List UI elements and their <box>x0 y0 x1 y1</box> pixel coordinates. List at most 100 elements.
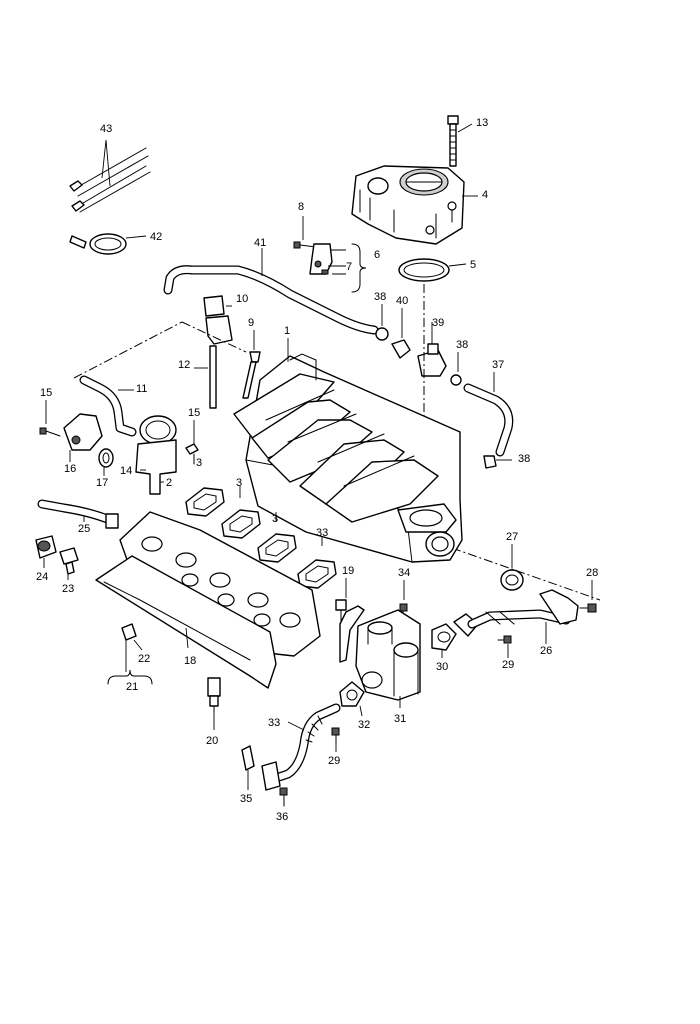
throttle-body-4 <box>351 165 478 245</box>
throttle-motor-16 <box>63 413 103 462</box>
valve-39 <box>417 322 447 377</box>
label-p8: 8 <box>298 201 304 213</box>
label-p20: 20 <box>206 735 218 747</box>
label-p15b: 15 <box>188 407 200 419</box>
label-p23: 23 <box>62 583 74 595</box>
clip-38-lower <box>483 455 512 469</box>
bolt-9 <box>242 330 261 399</box>
label-p3b: 3 <box>236 477 242 489</box>
label-p35: 35 <box>240 793 252 805</box>
label-p7: 7 <box>346 261 352 273</box>
intake-manifold-1 <box>233 338 463 563</box>
label-p13: 13 <box>476 117 488 129</box>
label-p18: 18 <box>184 655 196 667</box>
label-p3c: 3 <box>272 513 278 525</box>
part-labels: 1 2 3 3 3 4 5 6 7 8 9 10 11 12 13 14 15 … <box>36 117 598 823</box>
label-p4: 4 <box>482 189 488 201</box>
gasket-3-a <box>185 487 225 517</box>
screw-8 <box>293 216 317 249</box>
label-p38c: 38 <box>518 453 530 465</box>
label-p39: 39 <box>432 317 444 329</box>
screw-3-left <box>185 443 199 465</box>
hose-41 <box>163 248 379 335</box>
label-p25: 25 <box>78 523 90 535</box>
gasket-30 <box>431 623 457 658</box>
gasket-32 <box>339 681 365 717</box>
gasket-3-b <box>221 509 261 539</box>
seal-17 <box>98 448 114 476</box>
actuator-14 <box>135 415 177 495</box>
screw-28 <box>579 580 597 613</box>
label-p2: 2 <box>166 477 172 489</box>
label-p37: 37 <box>492 359 504 371</box>
bracket-21 <box>107 640 153 685</box>
dash-guide-2 <box>181 321 247 353</box>
bracket-6-7 <box>309 243 367 293</box>
sensor-10 <box>203 295 233 345</box>
label-p29b: 29 <box>328 755 340 767</box>
label-p12: 12 <box>178 359 190 371</box>
gasket-3-c <box>257 533 297 563</box>
label-p21: 21 <box>126 681 138 693</box>
clip-38-mid <box>450 352 462 386</box>
hose-12 <box>194 345 217 409</box>
label-p16: 16 <box>64 463 76 475</box>
label-p28: 28 <box>586 567 598 579</box>
label-p41: 41 <box>254 237 266 249</box>
label-p30: 30 <box>436 661 448 673</box>
hose-11 <box>79 375 137 437</box>
label-p43: 43 <box>100 123 112 135</box>
clip-38-upper <box>375 304 389 341</box>
cable-tie-43 <box>69 139 151 213</box>
label-p15a: 15 <box>40 387 52 399</box>
dash-guide-4 <box>451 547 601 601</box>
flange-27 <box>500 544 524 591</box>
label-p33a: 33 <box>316 527 328 539</box>
egr-valve-31 <box>339 605 421 708</box>
label-p32: 32 <box>358 719 370 731</box>
plug-22 <box>121 623 143 651</box>
label-p27: 27 <box>506 531 518 543</box>
label-p1: 1 <box>284 325 290 337</box>
screw-36 <box>279 787 288 807</box>
label-p36: 36 <box>276 811 288 823</box>
plug-24 <box>35 535 57 568</box>
hose-25 <box>37 499 119 529</box>
egr-pipe-26 <box>453 589 579 644</box>
gasket-33 <box>297 559 337 589</box>
label-p24: 24 <box>36 571 48 583</box>
label-p5: 5 <box>470 259 476 271</box>
label-p40: 40 <box>396 295 408 307</box>
label-p42: 42 <box>150 231 162 243</box>
egr-pipe-33 <box>261 703 341 791</box>
label-p6: 6 <box>374 249 380 261</box>
hose-clamp-42 <box>69 233 147 255</box>
label-p19: 19 <box>342 565 354 577</box>
label-p38a: 38 <box>374 291 386 303</box>
o-ring-5 <box>398 258 467 282</box>
label-p34: 34 <box>398 567 410 579</box>
label-p14: 14 <box>120 465 132 477</box>
label-p22: 22 <box>138 653 150 665</box>
dash-guide-1 <box>73 321 183 379</box>
sensor-23 <box>59 547 79 580</box>
lower-manifold-18 <box>95 511 321 689</box>
label-p11: 11 <box>136 383 147 395</box>
label-p9: 9 <box>248 317 254 329</box>
label-p29a: 29 <box>502 659 514 671</box>
screw-29-right <box>497 635 512 658</box>
label-p3a: 3 <box>196 457 202 469</box>
label-p33b: 33 <box>268 717 280 729</box>
clip-35 <box>241 745 255 790</box>
label-p17: 17 <box>96 477 108 489</box>
label-p26: 26 <box>540 645 552 657</box>
bolt-13 <box>447 115 473 167</box>
leader-3-gaskets <box>239 486 323 546</box>
screw-15-left <box>39 400 61 437</box>
label-p10: 10 <box>236 293 248 305</box>
screw-29-lower <box>331 727 340 752</box>
hose-37 <box>463 372 514 457</box>
connector-40 <box>391 308 411 359</box>
sensor-20 <box>207 677 221 730</box>
